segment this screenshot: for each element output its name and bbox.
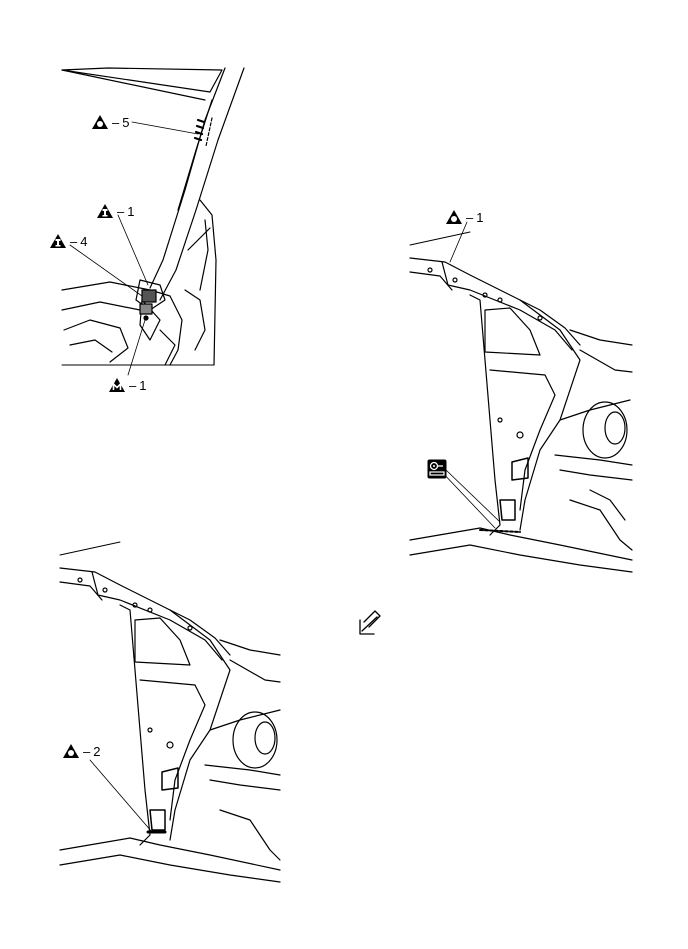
callout-top-i-4: – 4 <box>49 233 87 249</box>
callout-top-m-1: – 1 <box>108 377 146 393</box>
callout-number: 5 <box>122 114 130 130</box>
triangle-i-icon <box>97 204 113 218</box>
triangle-i-icon <box>50 234 66 248</box>
callout-number: 1 <box>476 209 484 225</box>
triangle-circle-icon <box>63 744 79 758</box>
callout-number: 1 <box>127 203 135 219</box>
triangle-circle-icon <box>92 115 108 129</box>
callout-number: 2 <box>93 743 101 759</box>
diagram-right <box>409 221 633 573</box>
callout-bottom-2: – 2 <box>62 743 100 759</box>
callout-number: 1 <box>139 377 147 393</box>
callout-right-square <box>427 459 447 479</box>
callout-right-1: – 1 <box>445 209 483 225</box>
callout-top-i-1: – 1 <box>96 203 134 219</box>
diagram-bottom-left <box>59 541 281 883</box>
callout-number: 4 <box>80 233 88 249</box>
callout-top-5: – 5 <box>91 114 129 130</box>
diagram-top-left <box>61 67 245 376</box>
triangle-circle-icon <box>446 210 462 224</box>
square-gauge-icon <box>427 459 447 479</box>
view-direction-arrow-icon <box>359 610 381 635</box>
triangle-m-icon <box>109 378 125 392</box>
